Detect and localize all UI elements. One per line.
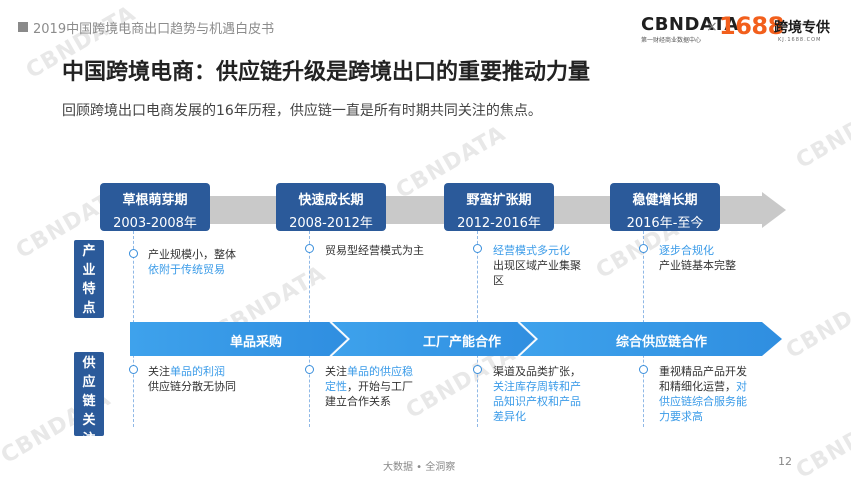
bullet-dot-icon: [473, 365, 482, 374]
focus-text: 建立合作关系: [325, 395, 391, 408]
cbndata-logo-subtitle: 第一财经商业数据中心: [641, 37, 702, 44]
feature-text: 区: [493, 274, 504, 287]
phase-box: 稳健增长期 2016年-至今: [610, 183, 720, 231]
page-number: 12: [778, 455, 792, 468]
report-title: 2019中国跨境电商出口趋势与机遇白皮书: [33, 22, 275, 37]
phase-years: 2003-2008年: [113, 216, 197, 231]
watermark: CBNDATA: [781, 281, 851, 364]
industry-feature: 经营模式多元化 出现区域产业集聚 区: [493, 243, 581, 288]
kuajing-logo-text: 跨境专供: [774, 20, 830, 36]
bullet-dot-icon: [473, 244, 482, 253]
supply-focus: 关注单品的供应稳 定性，开始与工厂 建立合作关系: [325, 364, 413, 409]
phase-years: 2012-2016年: [457, 216, 541, 231]
feature-text: 出现区域产业集聚: [493, 259, 581, 272]
focus-text: 和精细化运营，: [659, 380, 736, 393]
cbndata-logo: CBNDATA: [641, 14, 739, 35]
bullet-dot-icon: [639, 244, 648, 253]
side-label-char: 特: [82, 282, 96, 297]
feature-highlight: 经营模式多元化: [493, 244, 570, 257]
focus-highlight: 单品的利润: [170, 365, 225, 378]
focus-highlight: 对: [736, 380, 747, 393]
focus-highlight: 品知识产权和产品: [493, 395, 581, 408]
focus-highlight: 单品的供应稳: [347, 365, 413, 378]
industry-feature: 贸易型经营模式为主: [325, 243, 424, 258]
stage-chevron-band: [130, 322, 782, 356]
side-label-char: 供: [82, 356, 96, 371]
bullet-dot-icon: [305, 244, 314, 253]
logo-times-sign: ×: [706, 19, 718, 35]
bullet-dot-icon: [129, 249, 138, 258]
supply-focus: 渠道及品类扩张， 关注库存周转和产 品知识产权和产品 差异化: [493, 364, 581, 424]
focus-highlight: 差异化: [493, 410, 526, 423]
side-label-char: 应: [82, 375, 96, 390]
side-label-char: 链: [82, 394, 96, 409]
focus-highlight: 力要求高: [659, 410, 703, 423]
stage-label: 综合供应链合作: [616, 335, 708, 350]
logo-1688: 1688: [719, 12, 784, 40]
watermark: CBNDATA: [791, 91, 851, 174]
focus-highlight: 定性: [325, 380, 347, 393]
feature-highlight: 逐步合规化: [659, 244, 714, 257]
phase-name: 野蛮扩张期: [466, 193, 532, 208]
bullet-dot-icon: [129, 365, 138, 374]
stage-label: 工厂产能合作: [423, 335, 502, 350]
stage-chevron: [130, 322, 348, 356]
stage-label: 单品采购: [230, 335, 283, 350]
focus-text: 关注: [148, 365, 170, 378]
page-title: 中国跨境电商：供应链升级是跨境出口的重要推动力量: [62, 60, 591, 85]
side-label-supply: 供 应 链 关 注: [74, 352, 104, 447]
feature-text: 产业链基本完整: [659, 259, 736, 272]
feature-highlight: 依附于传统贸易: [148, 263, 225, 276]
phase-name: 快速成长期: [298, 193, 364, 208]
phase-years: 2008-2012年: [289, 216, 373, 231]
kuajing-logo-subtitle: KJ.1688.COM: [778, 37, 822, 43]
focus-highlight: 关注库存周转和产: [493, 380, 581, 393]
focus-highlight: 供应链综合服务能: [659, 395, 747, 408]
supply-focus: 重视精品产品开发 和精细化运营，对 供应链综合服务能 力要求高: [659, 364, 747, 424]
side-label-char: 点: [82, 301, 96, 316]
phase-box: 快速成长期 2008-2012年: [276, 183, 386, 231]
focus-text: ，开始与工厂: [347, 380, 413, 393]
chevron-divider: [329, 322, 350, 356]
footer-source: 大数据 • 全洞察: [383, 462, 456, 473]
side-label-industry: 产 业 特 点: [74, 240, 104, 318]
feature-text: 产业规模小，整体: [148, 248, 236, 261]
side-label-char: 产: [82, 244, 96, 259]
stage-chevron: [520, 322, 782, 356]
side-label-char: 关: [82, 413, 96, 428]
supply-focus: 关注单品的利润 供应链分散无协同: [148, 364, 236, 394]
chevron-divider: [517, 322, 538, 356]
page-subtitle: 回顾跨境出口电商发展的16年历程，供应链一直是所有时期共同关注的焦点。: [62, 103, 542, 119]
stage-chevron: [332, 322, 536, 356]
focus-text: 渠道及品类扩张，: [493, 365, 581, 378]
industry-feature: 逐步合规化 产业链基本完整: [659, 243, 736, 273]
header-square-icon: [18, 22, 28, 32]
focus-text: 重视精品产品开发: [659, 365, 747, 378]
phase-name: 草根萌芽期: [122, 193, 188, 208]
phase-name: 稳健增长期: [632, 193, 698, 208]
industry-feature: 产业规模小，整体 依附于传统贸易: [148, 247, 236, 277]
feature-text: 贸易型经营模式为主: [325, 244, 424, 257]
kuajing-logo: 跨境专供: [774, 17, 840, 37]
watermark: CBNDATA: [791, 401, 851, 484]
bullet-dot-icon: [305, 365, 314, 374]
bullet-dot-icon: [639, 365, 648, 374]
timeline-arrow-head-icon: [762, 192, 786, 228]
phase-box: 草根萌芽期 2003-2008年: [100, 183, 210, 231]
focus-text: 供应链分散无协同: [148, 380, 236, 393]
side-label-char: 注: [82, 432, 96, 447]
phase-years: 2016年-至今: [626, 216, 704, 231]
side-label-char: 业: [82, 263, 96, 278]
phase-box: 野蛮扩张期 2012-2016年: [444, 183, 554, 231]
focus-text: 关注: [325, 365, 347, 378]
